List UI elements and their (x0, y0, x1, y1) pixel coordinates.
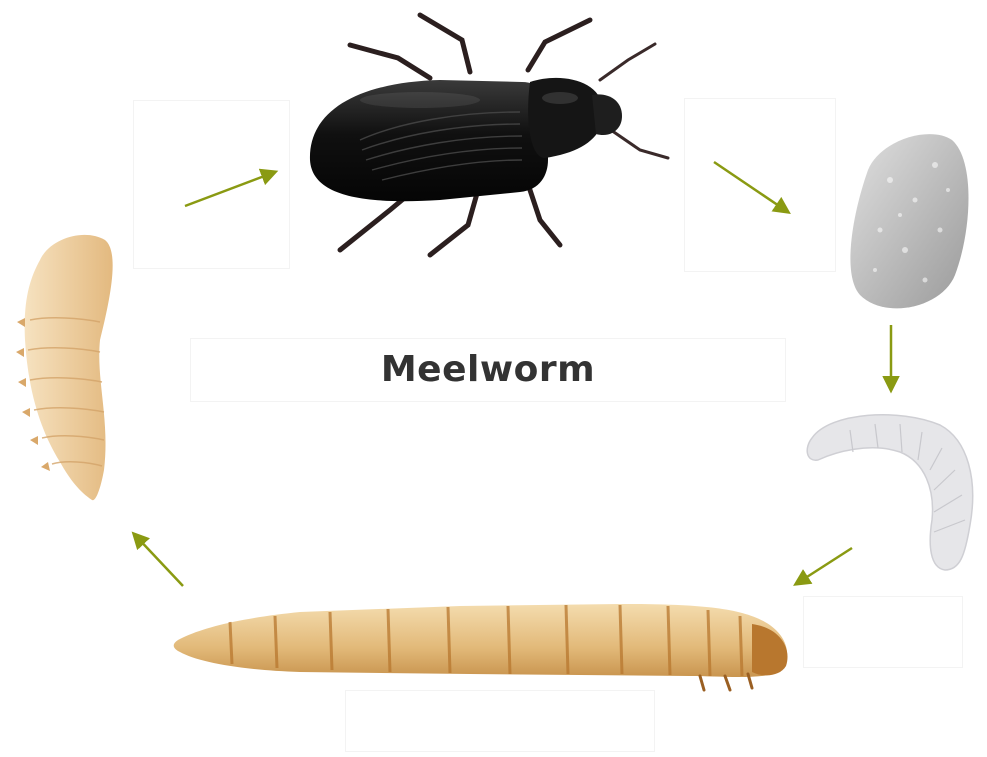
arrow-young-larva-to-larva (796, 548, 852, 584)
arrow-larva-to-pupa (134, 534, 183, 586)
egg-icon (850, 134, 968, 308)
young-larva-icon (807, 415, 972, 570)
arrow-pupa-to-beetle (185, 172, 275, 206)
arrow-beetle-to-egg (714, 162, 788, 212)
diagram-title: Meelworm (190, 338, 786, 400)
beetle-icon (310, 15, 668, 255)
larva-icon (174, 604, 788, 690)
pupa-icon (16, 235, 113, 500)
